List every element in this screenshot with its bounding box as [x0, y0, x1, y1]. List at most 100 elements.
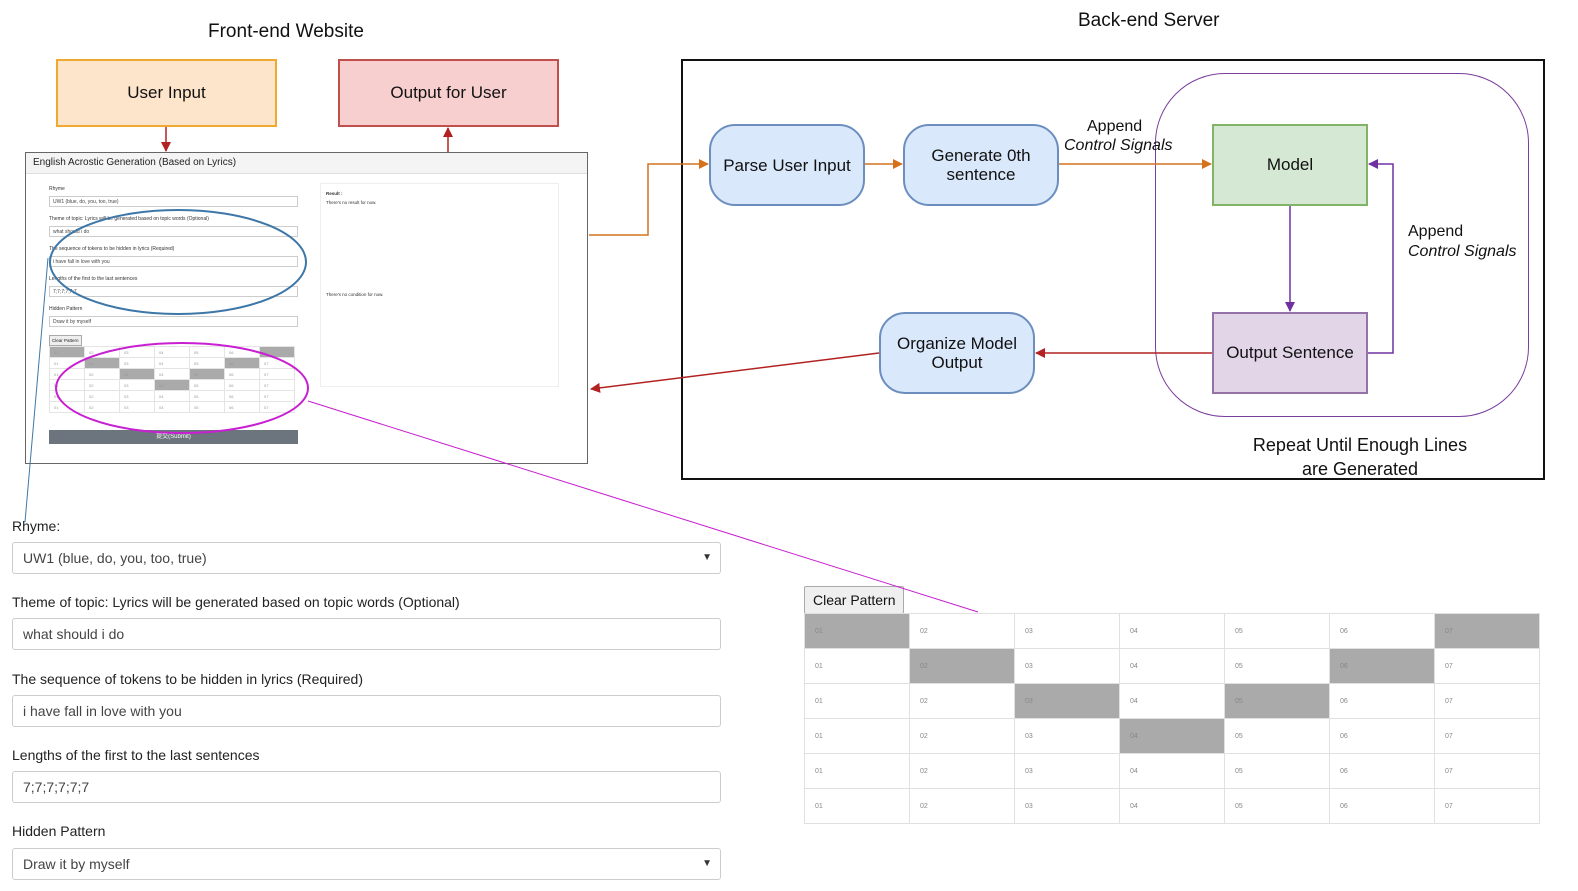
mini-rhyme-label: Rhyme	[49, 186, 65, 192]
backend-server-frame	[681, 59, 1545, 480]
pattern-cell[interactable]: 04	[1119, 718, 1225, 754]
repeat-until-label: Repeat Until Enough Lines are Generated	[1245, 433, 1475, 481]
grid-callout-ellipse	[55, 342, 309, 434]
pattern-cell[interactable]: 05	[1224, 788, 1330, 824]
pattern-cell[interactable]: 05	[1224, 613, 1330, 649]
repeat-line1: Repeat Until Enough Lines	[1252, 435, 1468, 455]
form-callout-ellipse	[49, 209, 307, 315]
pattern-cell[interactable]: 03	[1014, 683, 1120, 719]
organize-line1: Organize Model	[896, 334, 1017, 353]
tokens-label: The sequence of tokens to be hidden in l…	[12, 671, 363, 687]
pattern-cell[interactable]: 07	[1434, 788, 1540, 824]
theme-label: Theme of topic: Lyrics will be generated…	[12, 594, 460, 610]
mini-no-result: There's no result for now.	[326, 200, 377, 205]
mini-tokens-label: The sequence of tokens to be hidden in l…	[49, 246, 175, 252]
pattern-cell[interactable]: 01	[804, 753, 910, 789]
organize-line2: Output	[931, 353, 983, 372]
mini-clear-pattern-button[interactable]: Clear Pattern	[49, 335, 82, 346]
pattern-cell[interactable]: 03	[1014, 718, 1120, 754]
mini-result-label: Result :	[326, 191, 343, 196]
control-signals-label-2: Control Signals	[1408, 243, 1517, 260]
pattern-cell[interactable]: 02	[909, 753, 1015, 789]
control-signals-label-1: Control Signals	[1064, 137, 1173, 154]
rhyme-label: Rhyme:	[12, 518, 61, 534]
arrow-to-parse	[589, 159, 709, 236]
mini-pattern-cell[interactable]: 07	[259, 401, 295, 413]
pattern-cell[interactable]: 05	[1224, 683, 1330, 719]
tokens-input[interactable]: i have fall in love with you	[12, 695, 721, 727]
arrow-organize-screenshot	[590, 352, 880, 393]
mini-theme-input[interactable]: what should i do	[49, 226, 298, 237]
pattern-cell[interactable]: 07	[1434, 613, 1540, 649]
organize-model-output-box: Organize Model Output	[879, 312, 1035, 394]
mini-lengths-label: Lengths of the first to the last sentenc…	[49, 276, 138, 282]
generate-0th-line1: Generate 0th	[931, 146, 1031, 165]
pattern-cell[interactable]: 04	[1119, 753, 1225, 789]
pattern-cell[interactable]: 01	[804, 788, 910, 824]
pattern-cell[interactable]: 06	[1329, 718, 1435, 754]
pattern-cell[interactable]: 07	[1434, 648, 1540, 684]
output-for-user-box: Output for User	[338, 59, 559, 127]
model-box: Model	[1212, 124, 1368, 206]
arrow-loop-back	[1368, 159, 1394, 354]
mini-pattern-cell[interactable]: 03	[119, 401, 155, 413]
pattern-cell[interactable]: 01	[804, 648, 910, 684]
append-label-2: Append	[1408, 223, 1464, 240]
mini-lengths-input[interactable]: 7;7;7;7;7;7	[49, 286, 298, 297]
pattern-select[interactable]: Draw it by myself ▼	[12, 848, 721, 880]
generate-0th-line2: sentence	[946, 165, 1016, 184]
mini-form-header: English Acrostic Generation (Based on Ly…	[26, 153, 587, 174]
parse-user-input-box: Parse User Input	[709, 124, 865, 206]
pattern-cell[interactable]: 01	[804, 718, 910, 754]
rhyme-select[interactable]: UW1 (blue, do, you, too, true) ▼	[12, 542, 721, 574]
mini-pattern-cell[interactable]: 04	[154, 401, 190, 413]
clear-pattern-button[interactable]: Clear Pattern	[804, 586, 905, 614]
pattern-value: Draw it by myself	[23, 856, 130, 872]
pattern-cell[interactable]: 06	[1329, 788, 1435, 824]
generation-loop-frame	[1155, 73, 1529, 417]
mini-no-condition: There's no condition for now.	[326, 292, 384, 297]
pattern-cell[interactable]: 03	[1014, 788, 1120, 824]
pattern-cell[interactable]: 03	[1014, 648, 1120, 684]
pattern-cell[interactable]: 04	[1119, 613, 1225, 649]
pattern-cell[interactable]: 03	[1014, 613, 1120, 649]
pattern-cell[interactable]: 06	[1329, 648, 1435, 684]
mini-pattern-cell[interactable]: 05	[189, 401, 225, 413]
pattern-label: Hidden Pattern	[12, 823, 106, 839]
pattern-cell[interactable]: 04	[1119, 648, 1225, 684]
append-label-1: Append	[1087, 118, 1143, 135]
mini-result-panel: Result : There's no result for now. Ther…	[320, 183, 559, 387]
mini-rhyme-select[interactable]: UW1 (blue, do, you, too, true)	[49, 196, 298, 207]
mini-submit-button[interactable]: 提交(Submit)	[49, 430, 298, 444]
mini-pattern-label: Hidden Pattern	[49, 306, 83, 312]
pattern-cell[interactable]: 02	[909, 788, 1015, 824]
pattern-cell[interactable]: 03	[1014, 753, 1120, 789]
frontend-title: Front-end Website	[208, 21, 364, 42]
backend-title: Back-end Server	[1078, 10, 1220, 31]
form-callout-line	[24, 257, 49, 523]
mini-pattern-select[interactable]: Draw it by myself	[49, 316, 298, 327]
grid-callout-line	[307, 400, 979, 613]
mini-theme-label: Theme of topic: Lyrics will be generated…	[49, 216, 209, 222]
pattern-cell[interactable]: 06	[1329, 753, 1435, 789]
output-sentence-box: Output Sentence	[1212, 312, 1368, 394]
pattern-cell[interactable]: 07	[1434, 718, 1540, 754]
rhyme-value: UW1 (blue, do, you, too, true)	[23, 550, 207, 566]
theme-input[interactable]: what should i do	[12, 618, 721, 650]
generate-0th-sentence-box: Generate 0th sentence	[903, 124, 1059, 206]
chevron-down-icon: ▼	[702, 552, 712, 563]
pattern-cell[interactable]: 06	[1329, 613, 1435, 649]
lengths-input[interactable]: 7;7;7;7;7;7	[12, 771, 721, 803]
pattern-cell[interactable]: 01	[804, 613, 910, 649]
user-input-box: User Input	[56, 59, 277, 127]
